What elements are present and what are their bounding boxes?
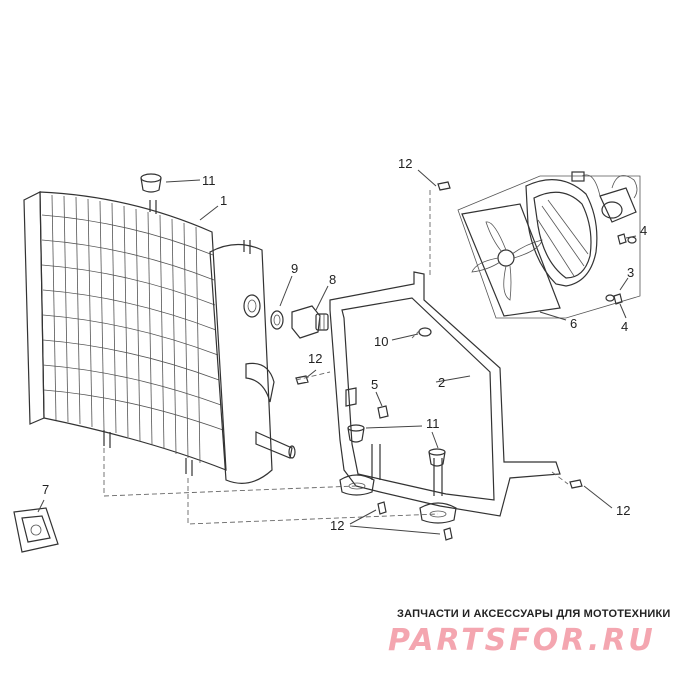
watermark-logo: PARTSFOR.RU <box>388 623 656 658</box>
clip-plate-part <box>13 507 59 553</box>
radiator-part <box>23 191 296 484</box>
callout-6-fan-assembly: 6 <box>570 316 577 331</box>
callout-12-screw-top: 12 <box>398 156 412 171</box>
callout-12-screw-bottom: 12 <box>330 518 344 533</box>
rubber-grommet-part <box>347 424 446 467</box>
screw-part <box>295 181 583 541</box>
fan-support-bracket-part <box>329 271 561 524</box>
callout-leaders <box>37 169 637 535</box>
callout-11-grommet-top: 11 <box>202 173 216 188</box>
callout-11-grommet-bracket: 11 <box>426 416 440 431</box>
callout-12-screw-left: 12 <box>308 351 322 366</box>
callout-2-support-frame: 2 <box>438 375 445 390</box>
cooling-fan-assembly-part <box>457 171 641 319</box>
bolt-part <box>613 233 627 305</box>
callout-1-radiator: 1 <box>220 193 227 208</box>
sealing-washer-part <box>270 310 284 330</box>
callout-10-bracket: 10 <box>374 334 388 349</box>
callout-3-washer: 3 <box>627 265 634 280</box>
callout-4-bolt-bottom: 4 <box>621 319 628 334</box>
callout-7-clip-plate: 7 <box>42 482 49 497</box>
rubber-grommet-part <box>140 173 162 193</box>
callout-9-washer: 9 <box>291 261 298 276</box>
callout-5-bolt: 5 <box>371 377 378 392</box>
bolt-part <box>377 405 389 419</box>
callout-12-screw-right: 12 <box>616 503 630 518</box>
thermal-switch-part <box>291 305 329 339</box>
watermark-caption: ЗАПЧАСТИ И АКСЕССУАРЫ ДЛЯ МОТОТЕХНИКИ <box>397 608 670 620</box>
alignment-lines <box>103 190 569 525</box>
callout-8-thermal-switch: 8 <box>329 272 336 287</box>
callout-4-bolt-top: 4 <box>640 223 647 238</box>
